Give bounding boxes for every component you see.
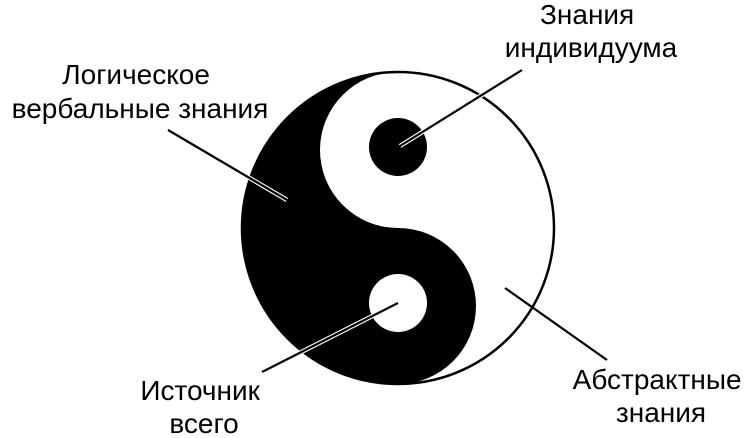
label-logical-verbal-knowledge: Логическое вербальные знания [12,59,269,124]
leader-individual-knowledge [399,69,523,147]
symbol-outline [240,70,556,386]
label-logical-verbal-knowledge-line1: Логическое [62,59,210,90]
leader-logical-knowledge [167,129,288,201]
label-individual-knowledge-line1: Знания [540,0,634,30]
label-abstract-knowledge-line2: знания [616,397,706,428]
label-individual-knowledge: Знания индивидуума [505,0,678,63]
label-source-of-all-line1: Источник [140,375,260,406]
label-abstract-knowledge-line1: Абстрактные [573,364,742,395]
label-source-of-all-line2: всего [169,408,238,438]
label-individual-knowledge-line2: индивидуума [505,32,678,63]
yin-dot [369,118,427,176]
labels: Знания индивидуума Логическое вербальные… [12,0,750,438]
label-source-of-all: Источник всего [140,375,267,438]
label-logical-verbal-knowledge-line2: вербальные знания [12,93,269,124]
leader-abstract-knowledge [504,287,608,361]
yin-yang-symbol [240,70,556,386]
leader-lines [166,68,608,375]
leader-source-of-all [261,302,399,373]
label-abstract-knowledge: Абстрактные знания [573,364,750,428]
